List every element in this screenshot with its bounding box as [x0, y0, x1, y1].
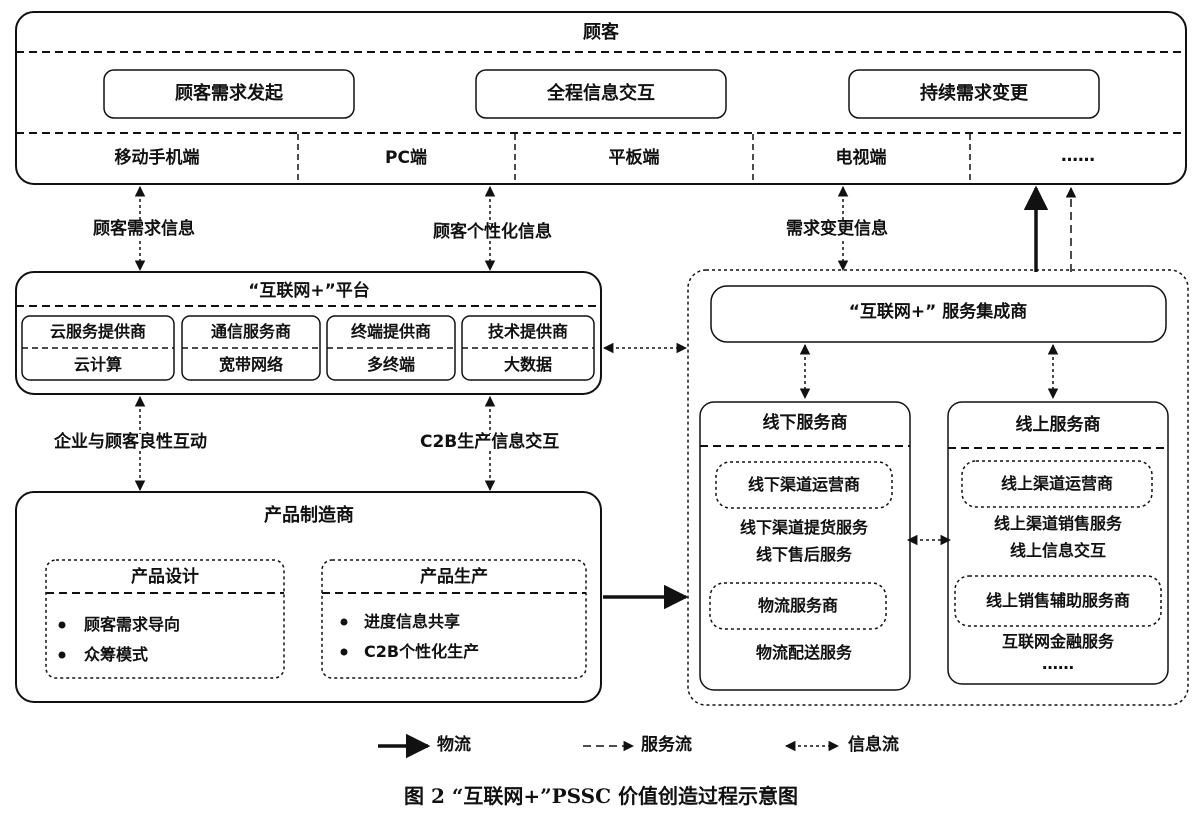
manufacturer-box — [15, 491, 602, 703]
design-item-1: 顾客需求导向 — [84, 615, 181, 634]
platform-title: “互联网+”平台 — [248, 281, 370, 301]
offline-channel: 线下渠道运营商 — [747, 475, 861, 494]
action-box-2 — [475, 69, 727, 119]
legend-info-label: 信息流 — [848, 735, 899, 755]
aux-provider: 线上销售辅助服务商 — [985, 591, 1131, 610]
online-channel: 线上渠道运营商 — [1000, 474, 1114, 493]
provider-2-name: 通信服务商 — [210, 322, 292, 341]
label-change-info: 需求变更信息 — [784, 219, 890, 239]
integrator-title: “互联网+” 服务集成商 — [848, 302, 1028, 322]
figure-caption: 图 2 “互联网+”PSSC 价值创造过程示意图 — [404, 784, 798, 808]
production-title: 产品生产 — [420, 567, 488, 587]
online-title: 线上服务商 — [1015, 415, 1101, 435]
label-demand-info: 顾客需求信息 — [91, 219, 197, 239]
customer-title: 顾客 — [583, 22, 619, 43]
provider-2-service: 宽带网络 — [218, 355, 284, 374]
action-box-1 — [103, 69, 355, 119]
integrator-title-box — [710, 285, 1167, 343]
label-interaction: 企业与顾客良性互动 — [52, 432, 209, 452]
provider-4-service: 大数据 — [503, 355, 553, 374]
offline-title: 线下服务商 — [762, 413, 848, 433]
logistics-service: 物流配送服务 — [755, 643, 853, 662]
aux-service-1: 互联网金融服务 — [1001, 632, 1115, 651]
aux-box — [954, 575, 1162, 627]
terminal-5: …… — [1061, 146, 1095, 166]
action-1: 顾客需求发起 — [175, 83, 283, 104]
label-c2b-info: C2B生产信息交互 — [418, 432, 562, 452]
provider-3-service: 多终端 — [366, 355, 416, 374]
customer-box — [15, 11, 1187, 185]
integrator-box — [687, 269, 1189, 706]
legend-service-label: 服务流 — [641, 735, 692, 755]
logistics-provider: 物流服务商 — [757, 596, 839, 615]
manufacturer-title: 产品制造商 — [264, 505, 354, 526]
provider-1-service: 云计算 — [73, 355, 123, 374]
legend-physical-label: 物流 — [437, 735, 471, 755]
action-3: 持续需求变更 — [920, 83, 1028, 104]
label-personal-info: 顾客个性化信息 — [431, 222, 554, 242]
aux-service-2: …… — [1042, 654, 1074, 673]
design-item-2: 众筹模式 — [84, 645, 149, 664]
logistics-box — [709, 582, 887, 630]
action-2: 全程信息交互 — [547, 83, 655, 104]
production-item-1: 进度信息共享 — [364, 612, 461, 631]
provider-3-name: 终端提供商 — [350, 322, 432, 341]
provider-4-name: 技术提供商 — [487, 322, 569, 341]
action-box-3 — [848, 69, 1100, 119]
online-channel-box — [961, 460, 1153, 508]
terminal-4: 电视端 — [835, 148, 887, 168]
terminal-2: PC端 — [385, 148, 427, 168]
online-service-2: 线上信息交互 — [1009, 541, 1107, 560]
production-box — [321, 559, 587, 679]
offline-service-1: 线下渠道提货服务 — [739, 518, 869, 537]
production-item-2: C2B个性化生产 — [364, 642, 480, 661]
terminal-1: 移动手机端 — [114, 148, 200, 168]
provider-1-name: 云服务提供商 — [49, 322, 147, 341]
offline-channel-box — [715, 461, 893, 509]
offline-service-2: 线下售后服务 — [755, 545, 853, 564]
online-service-1: 线上渠道销售服务 — [993, 514, 1123, 533]
platform-box — [15, 271, 602, 395]
design-box — [45, 559, 285, 679]
terminal-3: 平板端 — [608, 148, 660, 168]
design-title: 产品设计 — [131, 567, 199, 587]
offline-box — [699, 401, 911, 691]
